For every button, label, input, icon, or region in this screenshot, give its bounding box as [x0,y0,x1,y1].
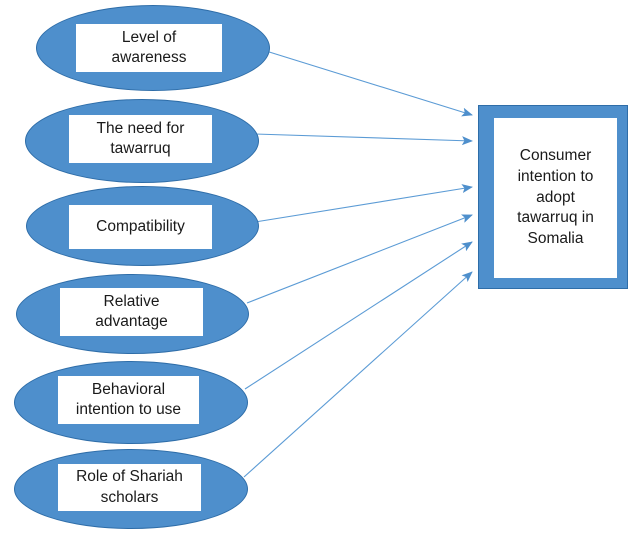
arrow-the-need-for-tawarruq [254,133,473,146]
node-label-consumer-intention: Consumer intention to adopt tawarruq in … [494,118,617,278]
node-label-relative-advantage: Relative advantage [60,288,203,336]
arrow-level-of-awareness [265,50,473,117]
node-label-compatibility: Compatibility [69,205,212,249]
node-label-behavioral-intention-to-use: Behavioral intention to use [58,376,199,424]
arrow-behavioral-intention-to-use [244,241,473,390]
arrow-relative-advantage [246,214,473,304]
node-label-the-need-for-tawarruq: The need for tawarruq [69,115,212,163]
arrow-role-of-shariah-scholars [243,271,473,478]
node-label-level-of-awareness: Level of awareness [76,24,222,72]
arrow-compatibility [254,184,473,223]
node-level-of-awareness[interactable] [36,5,270,91]
node-label-role-of-shariah-scholars: Role of Shariah scholars [58,464,201,511]
